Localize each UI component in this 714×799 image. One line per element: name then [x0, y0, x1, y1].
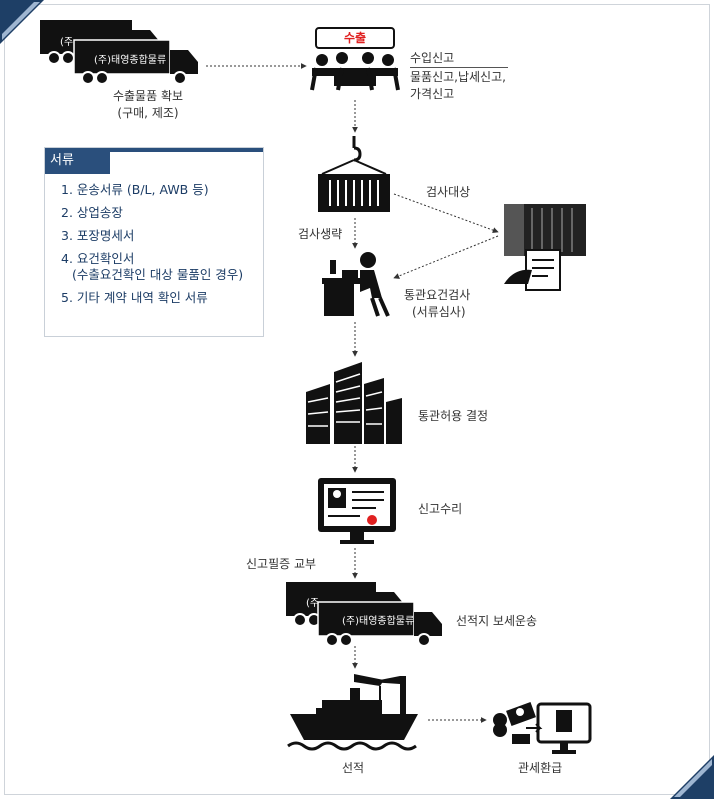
document-item: 1. 운송서류 (B/L, AWB 등) [61, 182, 209, 197]
declaration-line1: 수입신고 [410, 51, 455, 65]
certificate-label: 신고필증 교부 [246, 557, 317, 571]
arrow-inspection-to-worker [393, 235, 499, 279]
truck-front-text-2: (주)태영종합물류 [342, 616, 415, 627]
export-badge: 수출 [343, 31, 367, 45]
documents-panel: 서류 1. 운송서류 (B/L, AWB 등) 2. 상업송장 3. 포장명세서… [44, 147, 264, 337]
document-item-sub: (수출요건확인 대상 물품인 경우) [72, 267, 244, 282]
declaration-divider [410, 67, 508, 68]
inspection-container-icon [504, 204, 586, 291]
office-worker-icon [322, 252, 390, 317]
document-item: 2. 상업송장 [61, 205, 123, 220]
container-crane-icon [318, 136, 390, 212]
document-item: 4. 요건확인서(수출요건확인 대상 물품인 경우) [61, 251, 244, 282]
monitor-certificate-icon [318, 478, 396, 544]
acceptance-label: 신고수리 [418, 502, 463, 516]
refund-label: 관세환급 [518, 761, 563, 775]
truck-front-text: (주)태영종합물류 [94, 55, 167, 66]
arrow-crane-to-inspection [393, 193, 499, 234]
clearance-label: 통관허용 결정 [418, 409, 489, 423]
truck-front-icon [317, 601, 442, 647]
truck-front-icon [73, 39, 198, 85]
documents-title: 서류 [45, 148, 110, 174]
documents-list: 1. 운송서류 (B/L, AWB 등) 2. 상업송장 3. 포장명세서 4.… [61, 182, 243, 313]
customs-check-line2: (서류심사) [412, 305, 466, 319]
truck-back-text-2: (주 [306, 598, 320, 609]
document-item: 3. 포장명세서 [61, 228, 135, 243]
inspect-target-label: 검사대상 [426, 185, 471, 199]
ship-icon [287, 674, 418, 751]
secure-goods-label: 수출물품 확보 [112, 89, 184, 103]
buildings-icon [306, 362, 402, 444]
export-trucks-icon [40, 20, 198, 85]
refund-icon [493, 702, 592, 754]
inspect-skip-label: 검사생략 [298, 227, 343, 241]
secure-goods-sublabel: (구매, 제조) [117, 106, 179, 120]
truck-back-text: (주 [60, 37, 74, 48]
shipping-label: 선적 [342, 761, 365, 775]
customs-check-line1: 통관요건검사 [404, 288, 471, 302]
bonded-trucks-icon [286, 582, 442, 647]
declaration-line2: 물품신고,납세신고, [410, 70, 506, 84]
declaration-line3: 가격신고 [410, 87, 455, 101]
documents-title-bar [110, 148, 263, 152]
document-item: 5. 기타 계약 내역 확인 서류 [61, 290, 208, 305]
meeting-table-icon [310, 27, 400, 91]
bonded-transport-label: 선적지 보세운송 [456, 614, 538, 628]
